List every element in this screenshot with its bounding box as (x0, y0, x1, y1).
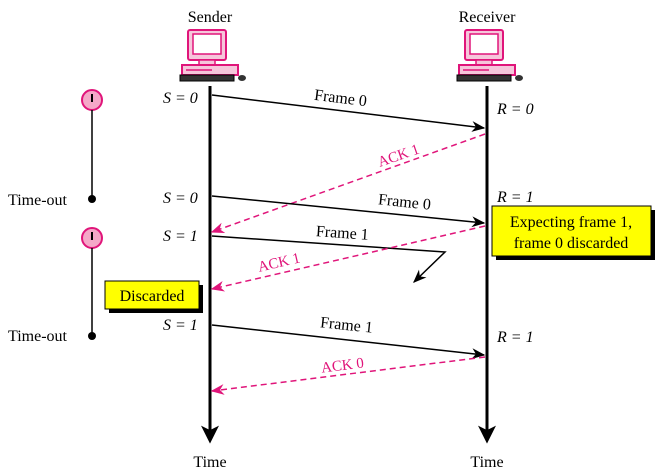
ack-label-2: ACK 1 (256, 250, 301, 275)
frame-label-2: Frame 0 (377, 191, 431, 213)
timeout-label-1: Time-out (8, 192, 68, 209)
timeout-label-2: Time-out (8, 328, 68, 345)
ack-arrow-3 (210, 356, 486, 395)
frame-arrow-3 (211, 235, 447, 283)
frame-arrow-2 (211, 195, 486, 228)
ack-label-1: ACK 1 (376, 142, 422, 171)
sender-note-label: Discarded (120, 288, 185, 305)
sender-label: Sender (188, 9, 233, 26)
ack-arrow-2 (210, 225, 486, 292)
sender-time-label: Time (193, 454, 226, 470)
sender-state-4: S = 1 (163, 317, 198, 334)
receiver-computer-icon (456, 29, 523, 82)
frame-label-3: Frame 1 (315, 223, 369, 244)
frame-label-1: Frame 0 (313, 87, 368, 110)
receiver-note-line1: Expecting frame 1, (510, 214, 632, 231)
timer-1 (81, 89, 103, 203)
sender-state-2: S = 0 (163, 190, 198, 207)
sender-computer-icon (179, 29, 246, 82)
frame-label-4: Frame 1 (319, 314, 373, 336)
receiver-note-line2: frame 0 discarded (514, 235, 629, 252)
ack-label-3: ACK 0 (320, 355, 365, 376)
receiver-time-label: Time (470, 454, 503, 470)
receiver-label: Receiver (459, 9, 517, 26)
sender-note: Discarded (104, 280, 203, 313)
frame-arrow-1 (211, 94, 486, 132)
receiver-state-2: R = 1 (496, 189, 534, 206)
frame-arrow-4 (211, 324, 486, 360)
sender-state-3: S = 1 (163, 228, 198, 245)
ack-arrow-1 (210, 133, 486, 233)
timer-2 (81, 227, 103, 340)
receiver-state-1: R = 0 (496, 101, 534, 118)
receiver-note: Expecting frame 1, frame 0 discarded (491, 205, 655, 260)
sender-state-1: S = 0 (163, 90, 198, 107)
receiver-state-3: R = 1 (496, 329, 534, 346)
